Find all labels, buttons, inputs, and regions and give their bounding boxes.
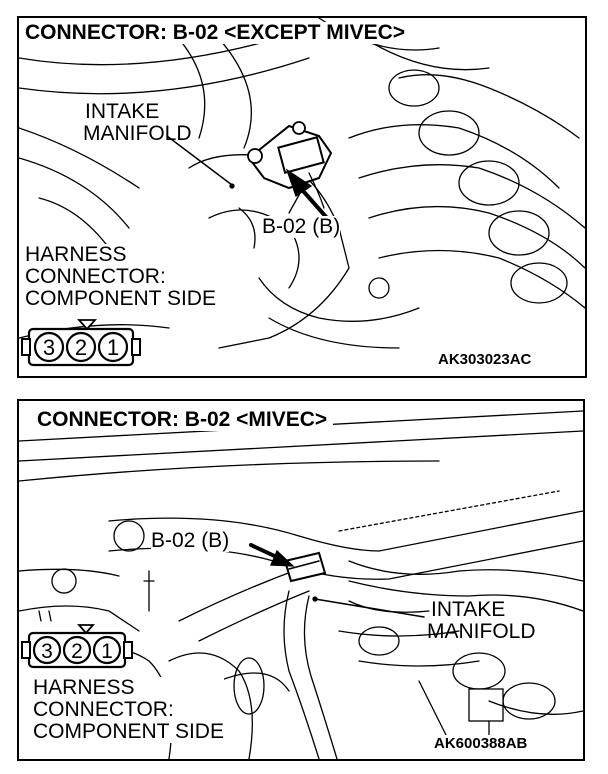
intake-manifold-line-1: INTAKE xyxy=(431,598,506,621)
harness-line-3: COMPONENT SIDE xyxy=(33,720,224,744)
pin-1-label: 1 xyxy=(107,335,119,360)
engine-illustration xyxy=(19,410,583,759)
intake-manifold-line-1: INTAKE xyxy=(85,100,160,123)
connector-lock-icon xyxy=(76,319,98,331)
diagram-panel-except-mivec: CONNECTOR: B-02 <EXCEPT MIVEC> INTAKE MA… xyxy=(17,16,587,378)
intake-manifold-line-2: MANIFOLD xyxy=(427,620,536,644)
harness-line-2: CONNECTOR: xyxy=(33,698,174,722)
pin-2-label: 2 xyxy=(75,335,87,360)
intake-manifold-line-2: MANIFOLD xyxy=(83,122,192,146)
harness-line-1: HARNESS xyxy=(25,243,127,266)
pin-1-circle xyxy=(92,635,122,665)
panel-title: CONNECTOR: B-02 <EXCEPT MIVEC> xyxy=(23,21,412,45)
pin-3-label: 3 xyxy=(43,335,55,360)
pin-1-circle xyxy=(97,331,129,363)
pin-3-label: 3 xyxy=(41,640,53,663)
harness-line-2: CONNECTOR: xyxy=(25,265,166,289)
connector-pinout-diagram: 3 2 1 xyxy=(21,319,141,367)
connector-pinout-diagram: 3 2 1 xyxy=(21,624,133,669)
figure-code: AK600388AB xyxy=(431,735,531,753)
pin-3-circle xyxy=(32,635,62,665)
diagram-panel-mivec: CONNECTOR: B-02 <MIVEC> B-02 (B) INTAKE … xyxy=(17,399,585,761)
figure-code: AK303023AC xyxy=(435,351,535,369)
harness-connector-label: HARNESS CONNECTOR: COMPONENT SIDE xyxy=(25,243,216,311)
harness-connector-label: HARNESS CONNECTOR: COMPONENT SIDE xyxy=(33,676,224,744)
pin-2-circle xyxy=(65,331,97,363)
pin-2-circle xyxy=(62,635,92,665)
connector-lock-icon xyxy=(77,624,95,635)
connector-label: B-02 (B) xyxy=(151,529,230,553)
intake-manifold-label: INTAKE MANIFOLD xyxy=(83,100,192,146)
connector-label: B-02 (B) xyxy=(262,215,341,239)
intake-manifold-label: INTAKE MANIFOLD xyxy=(427,598,536,644)
harness-line-1: HARNESS xyxy=(33,676,135,699)
pin-3-circle xyxy=(33,331,65,363)
pin-1-label: 1 xyxy=(101,640,113,663)
pin-2-label: 2 xyxy=(71,640,83,663)
panel-title: CONNECTOR: B-02 <MIVEC> xyxy=(35,408,334,432)
harness-line-3: COMPONENT SIDE xyxy=(25,287,216,311)
